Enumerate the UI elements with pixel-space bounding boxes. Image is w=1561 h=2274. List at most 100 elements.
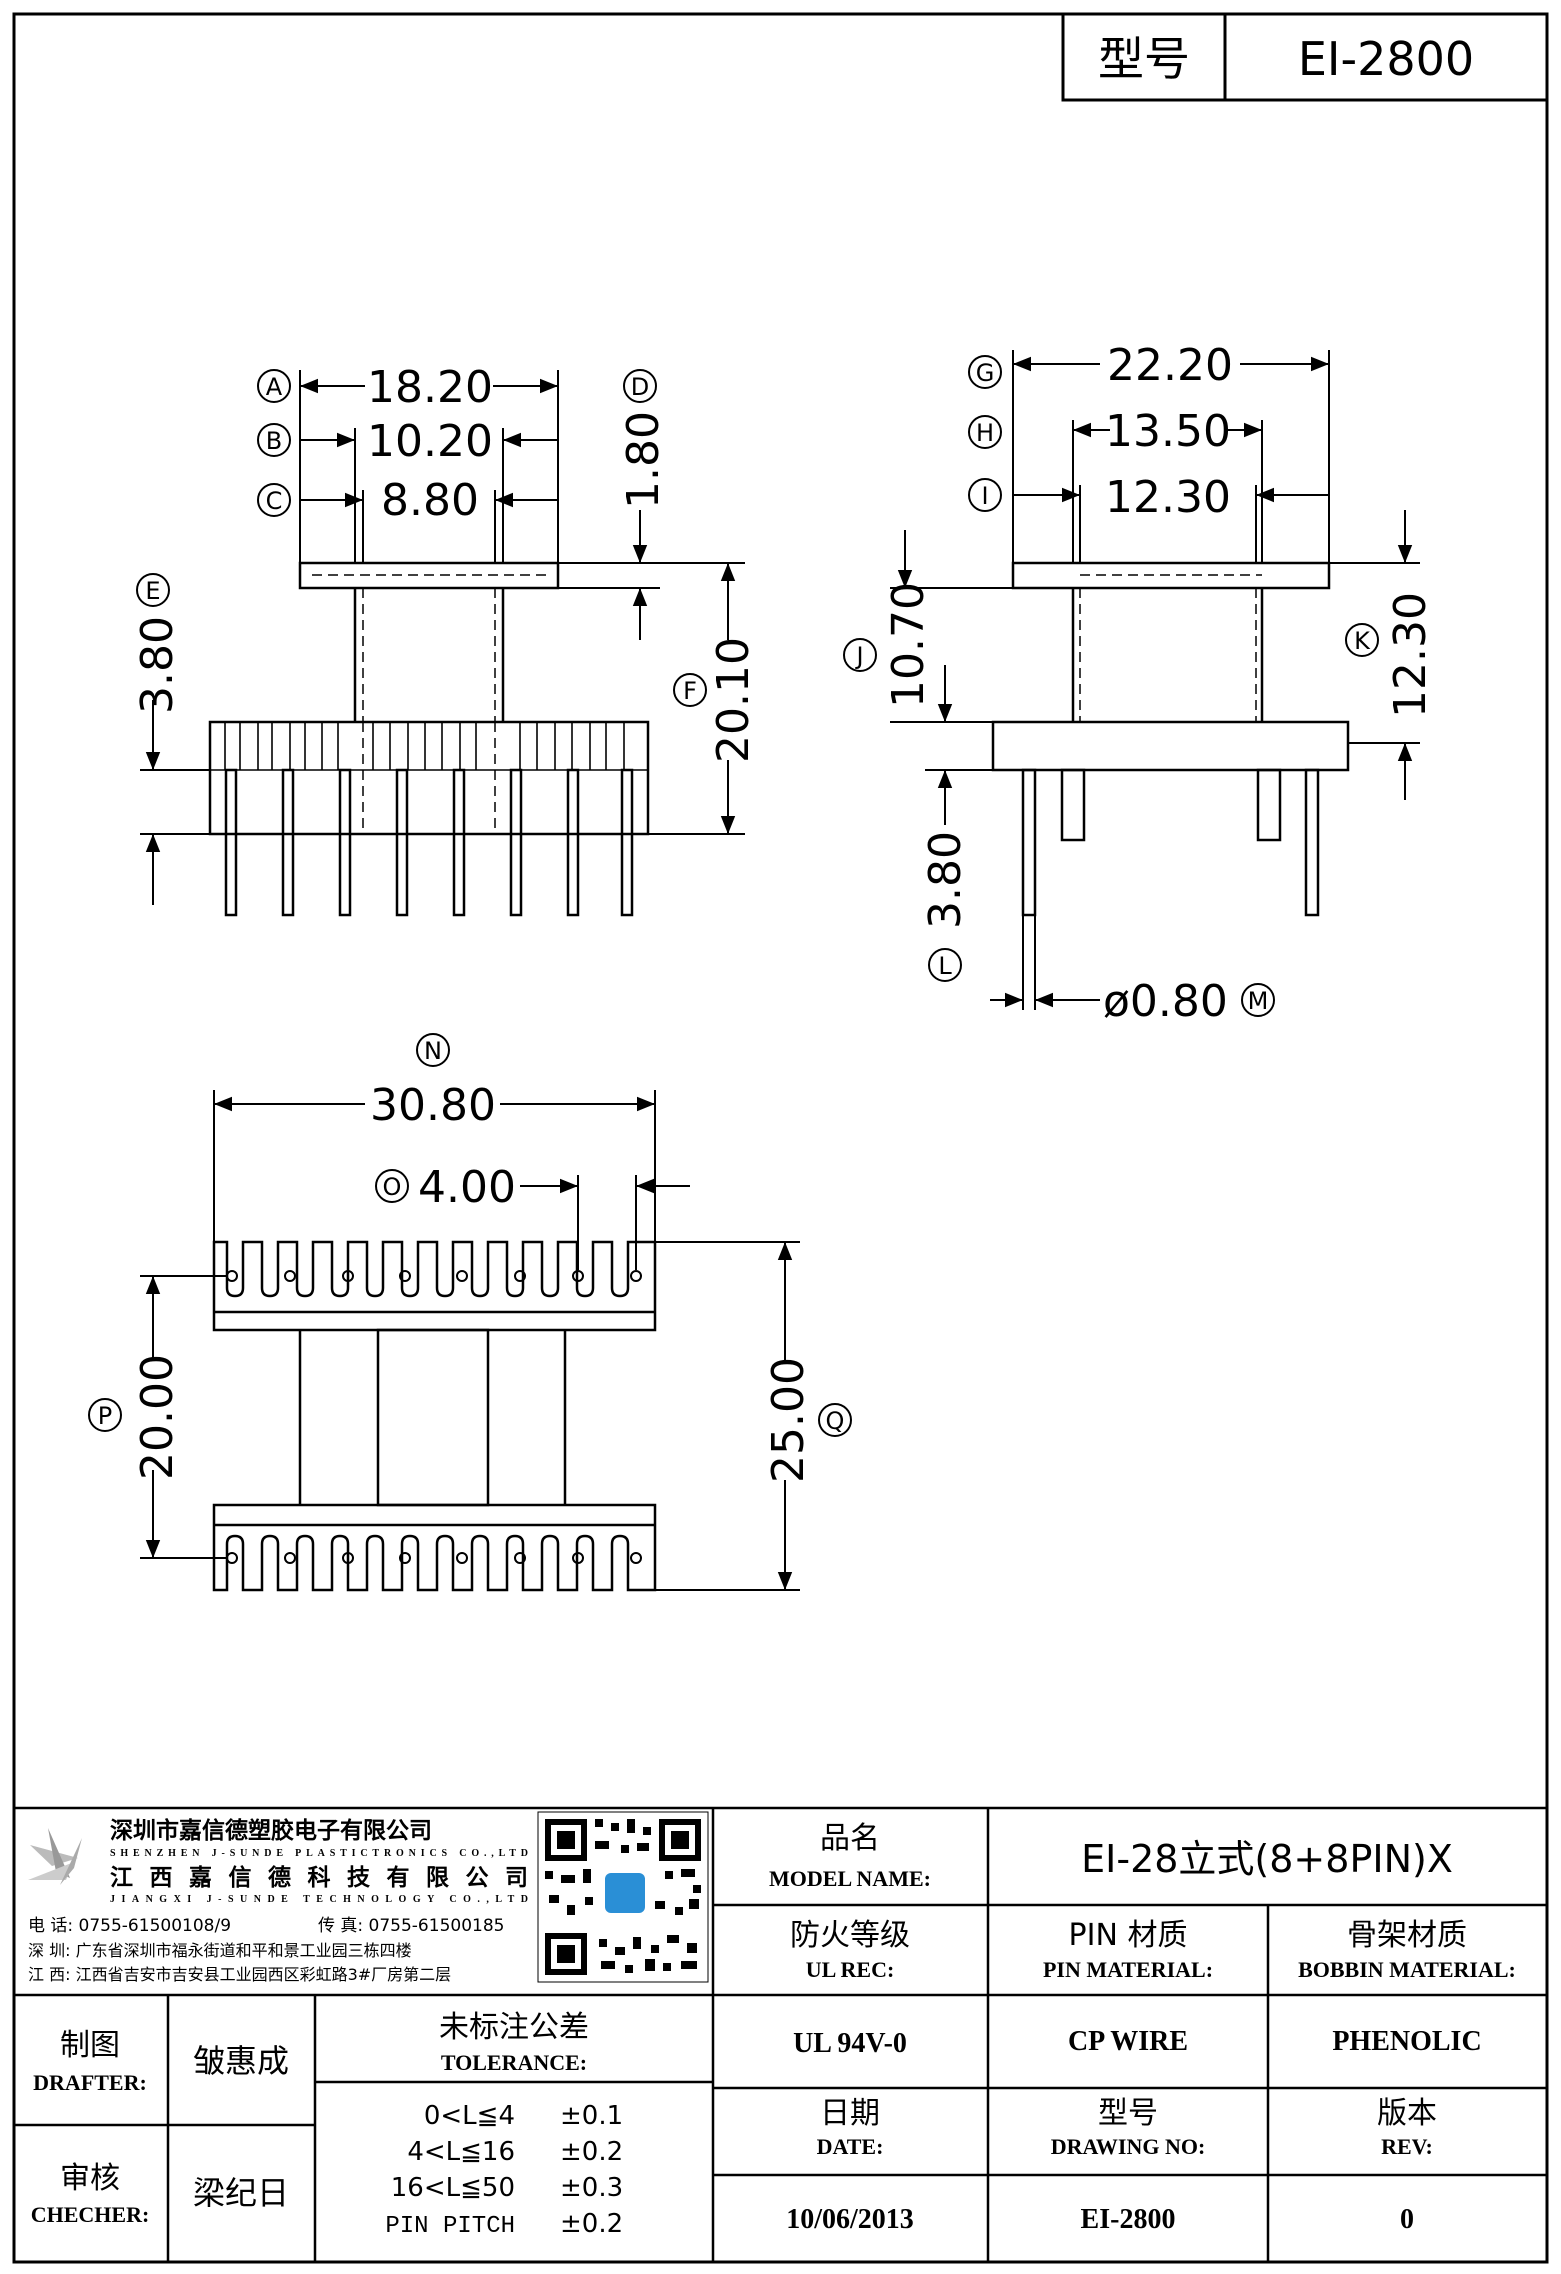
header-model-label: 型号: [1098, 32, 1190, 86]
dim-e-value: 3.80: [132, 616, 183, 714]
marker-p: P: [88, 1398, 122, 1432]
checker-value: 梁纪日: [193, 2174, 289, 2212]
qr-code: [537, 1811, 709, 1983]
company-name-cn-1: 深圳市嘉信德塑胶电子有限公司: [110, 1817, 432, 1844]
marker-q: Q: [818, 1403, 852, 1437]
model-name-cn: 品名: [820, 1821, 880, 1856]
tolerance-value-4: ±0.2: [560, 2209, 623, 2239]
tolerance-value-3: ±0.3: [560, 2173, 623, 2203]
dim-q-value: 25.00: [763, 1357, 814, 1483]
rev-value: 0: [1400, 2204, 1414, 2235]
dim-n-value: 30.80: [370, 1080, 496, 1131]
tolerance-range-4: PIN PITCH: [385, 2213, 515, 2240]
dim-f-value: 20.10: [708, 637, 759, 763]
marker-j: J: [843, 638, 877, 672]
dim-g-value: 22.20: [1107, 340, 1233, 391]
front-view: [208, 561, 650, 917]
svg-text:C: C: [266, 487, 283, 515]
svg-text:A: A: [266, 373, 283, 401]
dim-a-value: 18.20: [367, 362, 493, 413]
rev-en: REV:: [1381, 2134, 1433, 2159]
tolerance-cn: 未标注公差: [439, 2010, 589, 2045]
marker-l: L: [928, 948, 962, 982]
dim-k-value: 12.30: [1385, 592, 1436, 718]
drafter-value: 皱惠成: [193, 2042, 289, 2080]
header-model-box: 型号 EI-2800: [1061, 12, 1549, 102]
company-info: 深圳市嘉信德塑胶电子有限公司 SHENZHEN J-SUNDE PLASTICT…: [28, 1817, 528, 1984]
marker-o: O: [375, 1169, 409, 1203]
side-view-dimensions: [890, 350, 1420, 1010]
dim-p-value: 20.00: [132, 1354, 183, 1480]
title-block: [14, 1806, 1547, 2262]
ul-cn: 防火等级: [790, 1918, 910, 1953]
marker-e: E: [136, 573, 170, 607]
header-model-value: EI-2800: [1298, 32, 1474, 86]
svg-text:I: I: [981, 482, 988, 510]
company-name-en-2: JIANGXI J-SUNDE TECHNOLOGY CO.,LTD: [110, 1894, 528, 1905]
company-logo: [28, 1828, 82, 1885]
svg-text:L: L: [938, 952, 952, 980]
tolerance-value-1: ±0.1: [560, 2101, 623, 2131]
drawing-no-en: DRAWING NO:: [1051, 2134, 1206, 2159]
dim-j-value: 10.70: [883, 582, 934, 708]
marker-i: I: [968, 478, 1002, 512]
svg-text:B: B: [266, 427, 282, 455]
marker-m: M: [1241, 983, 1275, 1017]
company-address-jx: 江 西: 江西省吉安市吉安县工业园西区彩虹路3#厂房第二层: [28, 1965, 451, 1984]
company-phone: 电 话: 0755-61500108/9: [28, 1916, 231, 1936]
svg-text:J: J: [854, 642, 863, 670]
svg-text:H: H: [976, 419, 994, 447]
svg-text:D: D: [631, 373, 649, 401]
dim-d-value: 1.80: [618, 411, 669, 509]
tolerance-range-2: 4<L≦16: [407, 2137, 515, 2167]
drafter-cn: 制图: [60, 2028, 120, 2063]
svg-text:G: G: [976, 359, 995, 387]
company-name-cn-2: 江西嘉信德科技有限公司: [110, 1864, 528, 1891]
marker-d: D: [623, 369, 657, 403]
dim-b-value: 10.20: [367, 416, 493, 467]
date-cn: 日期: [820, 2096, 880, 2131]
drafter-en: DRAFTER:: [33, 2070, 147, 2095]
company-address-sz: 深 圳: 广东省深圳市福永街道和平和景工业园三栋四楼: [28, 1941, 412, 1960]
dim-l-value: 3.80: [920, 831, 971, 929]
tolerance-range-3: 16<L≦50: [391, 2173, 515, 2203]
svg-text:N: N: [424, 1037, 442, 1065]
tolerance-en: TOLERANCE:: [441, 2050, 587, 2075]
date-en: DATE:: [817, 2134, 884, 2159]
marker-b: B: [257, 423, 291, 457]
svg-text:K: K: [1354, 627, 1371, 655]
dim-o-value: 4.00: [418, 1162, 516, 1213]
svg-text:Q: Q: [826, 1407, 845, 1435]
top-view: [212, 1240, 657, 1592]
model-name-en: MODEL NAME:: [769, 1866, 931, 1891]
svg-text:M: M: [1248, 987, 1269, 1015]
svg-text:E: E: [145, 577, 160, 605]
pin-material-value: CP WIRE: [1068, 2026, 1188, 2057]
bobbin-material-cn: 骨架材质: [1347, 1918, 1467, 1953]
pin-material-en: PIN MATERIAL:: [1043, 1957, 1213, 1982]
svg-text:O: O: [383, 1173, 402, 1201]
drawing-no-cn: 型号: [1098, 2096, 1158, 2131]
title-block-text: 品名 MODEL NAME: EI-28立式(8+8PIN)X 防火等级 UL …: [31, 1821, 1516, 2240]
checker-en: CHECHER:: [31, 2202, 150, 2227]
marker-n: N: [416, 1033, 450, 1067]
dim-i-value: 12.30: [1105, 472, 1231, 523]
pin-material-cn: PIN 材质: [1069, 1918, 1188, 1953]
model-name-value: EI-28立式(8+8PIN)X: [1081, 1837, 1453, 1881]
marker-k: K: [1345, 623, 1379, 657]
tolerance-range-1: 0<L≦4: [424, 2101, 515, 2131]
side-view: [991, 561, 1350, 917]
tolerance-value-2: ±0.2: [560, 2137, 623, 2167]
company-fax: 传 真: 0755-61500185: [318, 1916, 504, 1936]
dim-m-value: ø0.80: [1103, 976, 1228, 1027]
dim-h-value: 13.50: [1105, 406, 1231, 457]
top-view-dimensions: [140, 1090, 800, 1591]
marker-f: F: [673, 673, 707, 707]
marker-h: H: [968, 415, 1002, 449]
bobbin-material-value: PHENOLIC: [1332, 2026, 1481, 2057]
checker-cn: 审核: [60, 2161, 120, 2196]
svg-text:P: P: [98, 1402, 112, 1430]
company-name-en-1: SHENZHEN J-SUNDE PLASTICTRONICS CO.,LTD: [110, 1848, 528, 1859]
marker-c: C: [257, 483, 291, 517]
